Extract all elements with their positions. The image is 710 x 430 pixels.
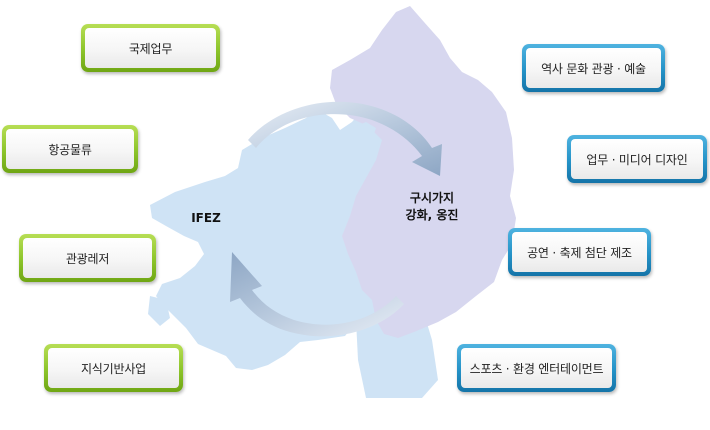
right-item-sports-environment-entertainment[interactable]: 스포츠 · 환경 엔터테이먼트 (457, 344, 616, 392)
ifez-label: IFEZ (191, 211, 221, 225)
island-shape (148, 296, 170, 326)
right-item-performance-festival-manufacturing[interactable]: 공연 · 축제 첨단 제조 (508, 228, 651, 276)
right-item-business-media-design[interactable]: 업무 · 미디어 디자인 (567, 135, 707, 183)
right-item-history-culture-tourism-art[interactable]: 역사 문화 관광 · 예술 (522, 44, 665, 92)
old-city-label-line1: 구시가지 (409, 191, 455, 205)
left-item-knowledge-industry[interactable]: 지식기반사업 (44, 344, 183, 392)
right-item-label: 스포츠 · 환경 엔터테이먼트 (461, 348, 612, 388)
ifez-region (150, 102, 400, 370)
left-item-aviation-logistics[interactable]: 항공물류 (2, 125, 138, 173)
left-item-label: 항공물류 (6, 129, 134, 169)
old-city-label-line2: 강화, 옹진 (405, 208, 459, 222)
island-shape (352, 122, 376, 142)
left-item-label: 국제업무 (85, 28, 216, 68)
right-item-label: 업무 · 미디어 디자인 (571, 139, 703, 179)
left-item-tourism-leisure[interactable]: 관광레저 (19, 234, 156, 282)
right-item-label: 공연 · 축제 첨단 제조 (512, 232, 647, 272)
old-city-region (330, 6, 516, 338)
cycle-arrow-bottom (230, 252, 404, 337)
left-item-international-business[interactable]: 국제업무 (81, 24, 220, 72)
old-city-label: 구시가지 강화, 옹진 (392, 190, 472, 224)
right-item-label: 역사 문화 관광 · 예술 (526, 48, 661, 88)
left-item-label: 지식기반사업 (48, 348, 179, 388)
cycle-arrow-top (248, 101, 442, 176)
left-item-label: 관광레저 (23, 238, 152, 278)
